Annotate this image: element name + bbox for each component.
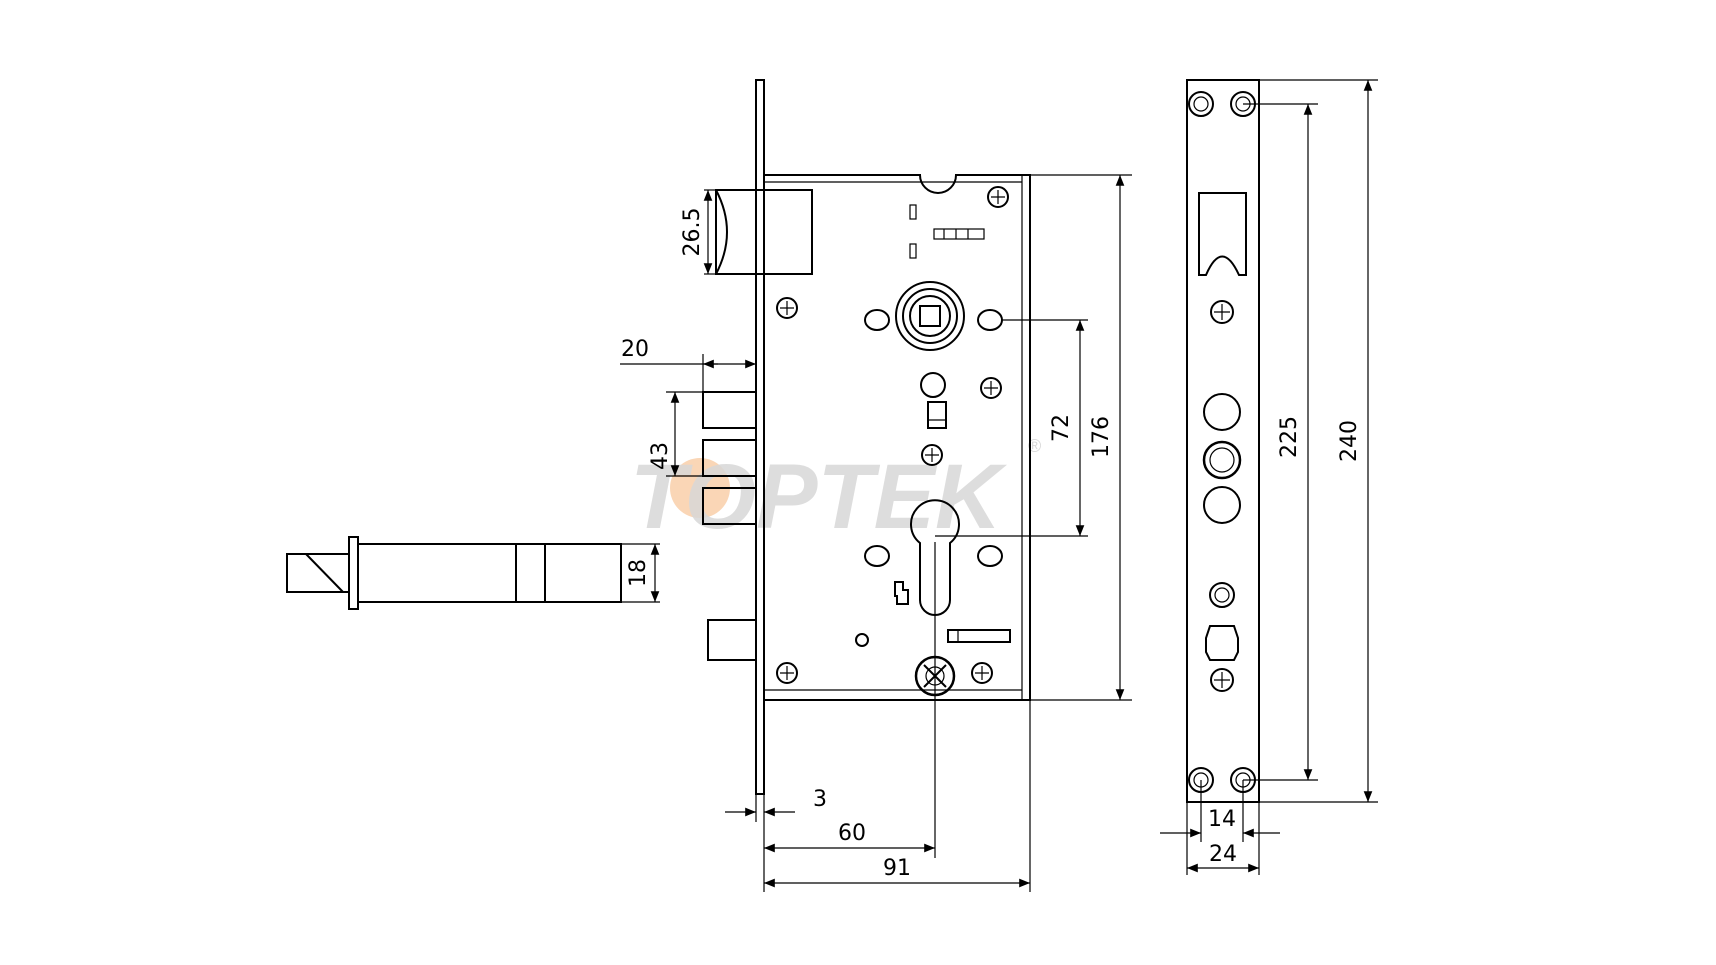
dim-label: 20 [621,337,649,362]
dimension-faceplate-width: 24 [1186,802,1260,875]
watermark-registered: ® [1028,436,1041,456]
dimension-bolt-spacing: 43 [648,391,703,477]
lock-case [764,174,1031,701]
dimension-faceplate-thickness: 3 [725,787,827,822]
screw-icon [1210,668,1234,692]
screw-icon [980,377,1002,399]
dimension-handle-to-cylinder: 72 [935,319,1088,537]
dim-label: 91 [883,856,911,881]
side-faceplate [755,79,765,795]
brand-watermark: TOPTEK ® [630,436,1041,548]
dim-label: 240 [1337,420,1362,462]
latch-bolt-detail [286,536,622,610]
dimension-backset: 60 [763,542,936,892]
front-faceplate [1186,79,1260,803]
dimension-cam-height: 26.5 [680,189,716,275]
watermark-text: TOPTEK [630,446,1008,548]
screw-icon [921,444,943,466]
handle-spindle [864,281,1003,351]
watermark-accent-dot [670,458,730,518]
cylinder-keyhole [855,499,1011,647]
screw-icon [776,662,798,684]
dimension-bolt-diameter: 18 [621,543,660,603]
dim-label: 26.5 [680,208,705,257]
dimension-screw-width: 14 [1160,780,1280,842]
cam-block [715,189,813,275]
screw-icon [776,297,798,319]
dim-label: 3 [813,787,827,812]
dim-label: 225 [1277,416,1302,458]
case-screws [776,186,1009,684]
dim-label: 14 [1208,807,1236,832]
dimension-faceplate-height: 240 [1259,79,1378,803]
dim-label: 43 [648,442,673,470]
screw-icon [971,662,993,684]
dimension-screw-spacing: 225 [1243,103,1318,781]
dim-label: 60 [838,821,866,846]
dim-label: 176 [1089,416,1114,458]
dimension-latch-offset: 20 [620,337,756,392]
middle-parts [920,372,947,429]
dimension-case-height: 176 [1030,174,1132,701]
dimension-case-depth: 91 [764,700,1031,892]
screw-icon [1210,300,1234,324]
top-slots [909,204,985,259]
dim-label: 72 [1049,414,1074,442]
dim-label: 18 [626,559,651,587]
dim-label: 24 [1209,842,1237,867]
screw-icon [987,186,1009,208]
bolt-tongues [702,391,757,661]
